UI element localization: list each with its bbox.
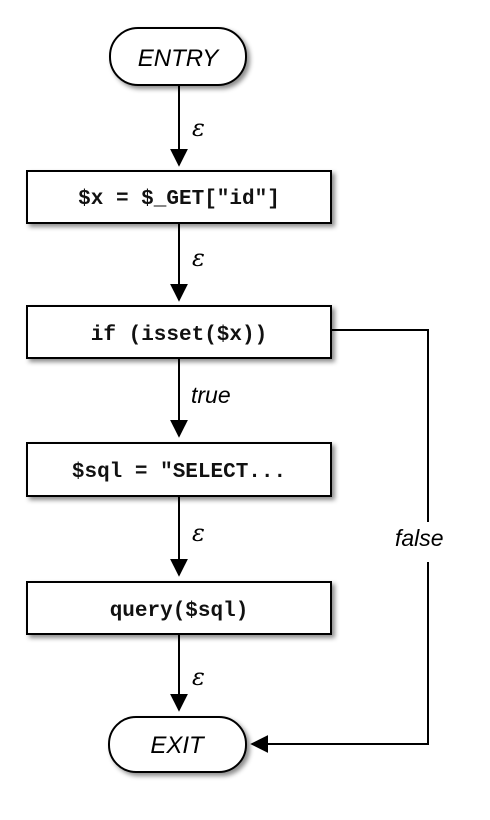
edge-label-assign-condition: ε bbox=[192, 244, 205, 272]
node-sql-label: $sql = "SELECT... bbox=[72, 461, 286, 484]
edge-condition-false-lower bbox=[250, 562, 429, 753]
node-assign-label: $x = $_GET["id"] bbox=[78, 188, 280, 211]
edge-label-false: false bbox=[395, 525, 444, 551]
node-query: query($sql) bbox=[26, 581, 332, 635]
node-condition-label: if (isset($x)) bbox=[91, 324, 267, 347]
edge-condition-false bbox=[332, 329, 429, 522]
node-exit: EXIT bbox=[108, 716, 247, 773]
node-sql: $sql = "SELECT... bbox=[26, 442, 332, 497]
edges bbox=[170, 85, 429, 753]
edge-label-entry-assign: ε bbox=[192, 114, 205, 142]
edge-label-query-exit: ε bbox=[192, 663, 205, 691]
edge-label-true: true bbox=[191, 382, 231, 408]
edge-label-sql-query: ε bbox=[192, 519, 205, 547]
node-assign: $x = $_GET["id"] bbox=[26, 170, 332, 224]
node-exit-label: EXIT bbox=[150, 732, 206, 759]
node-entry: ENTRY bbox=[109, 27, 247, 86]
node-query-label: query($sql) bbox=[110, 600, 249, 623]
node-entry-label: ENTRY bbox=[138, 45, 220, 72]
node-condition: if (isset($x)) bbox=[26, 305, 332, 359]
